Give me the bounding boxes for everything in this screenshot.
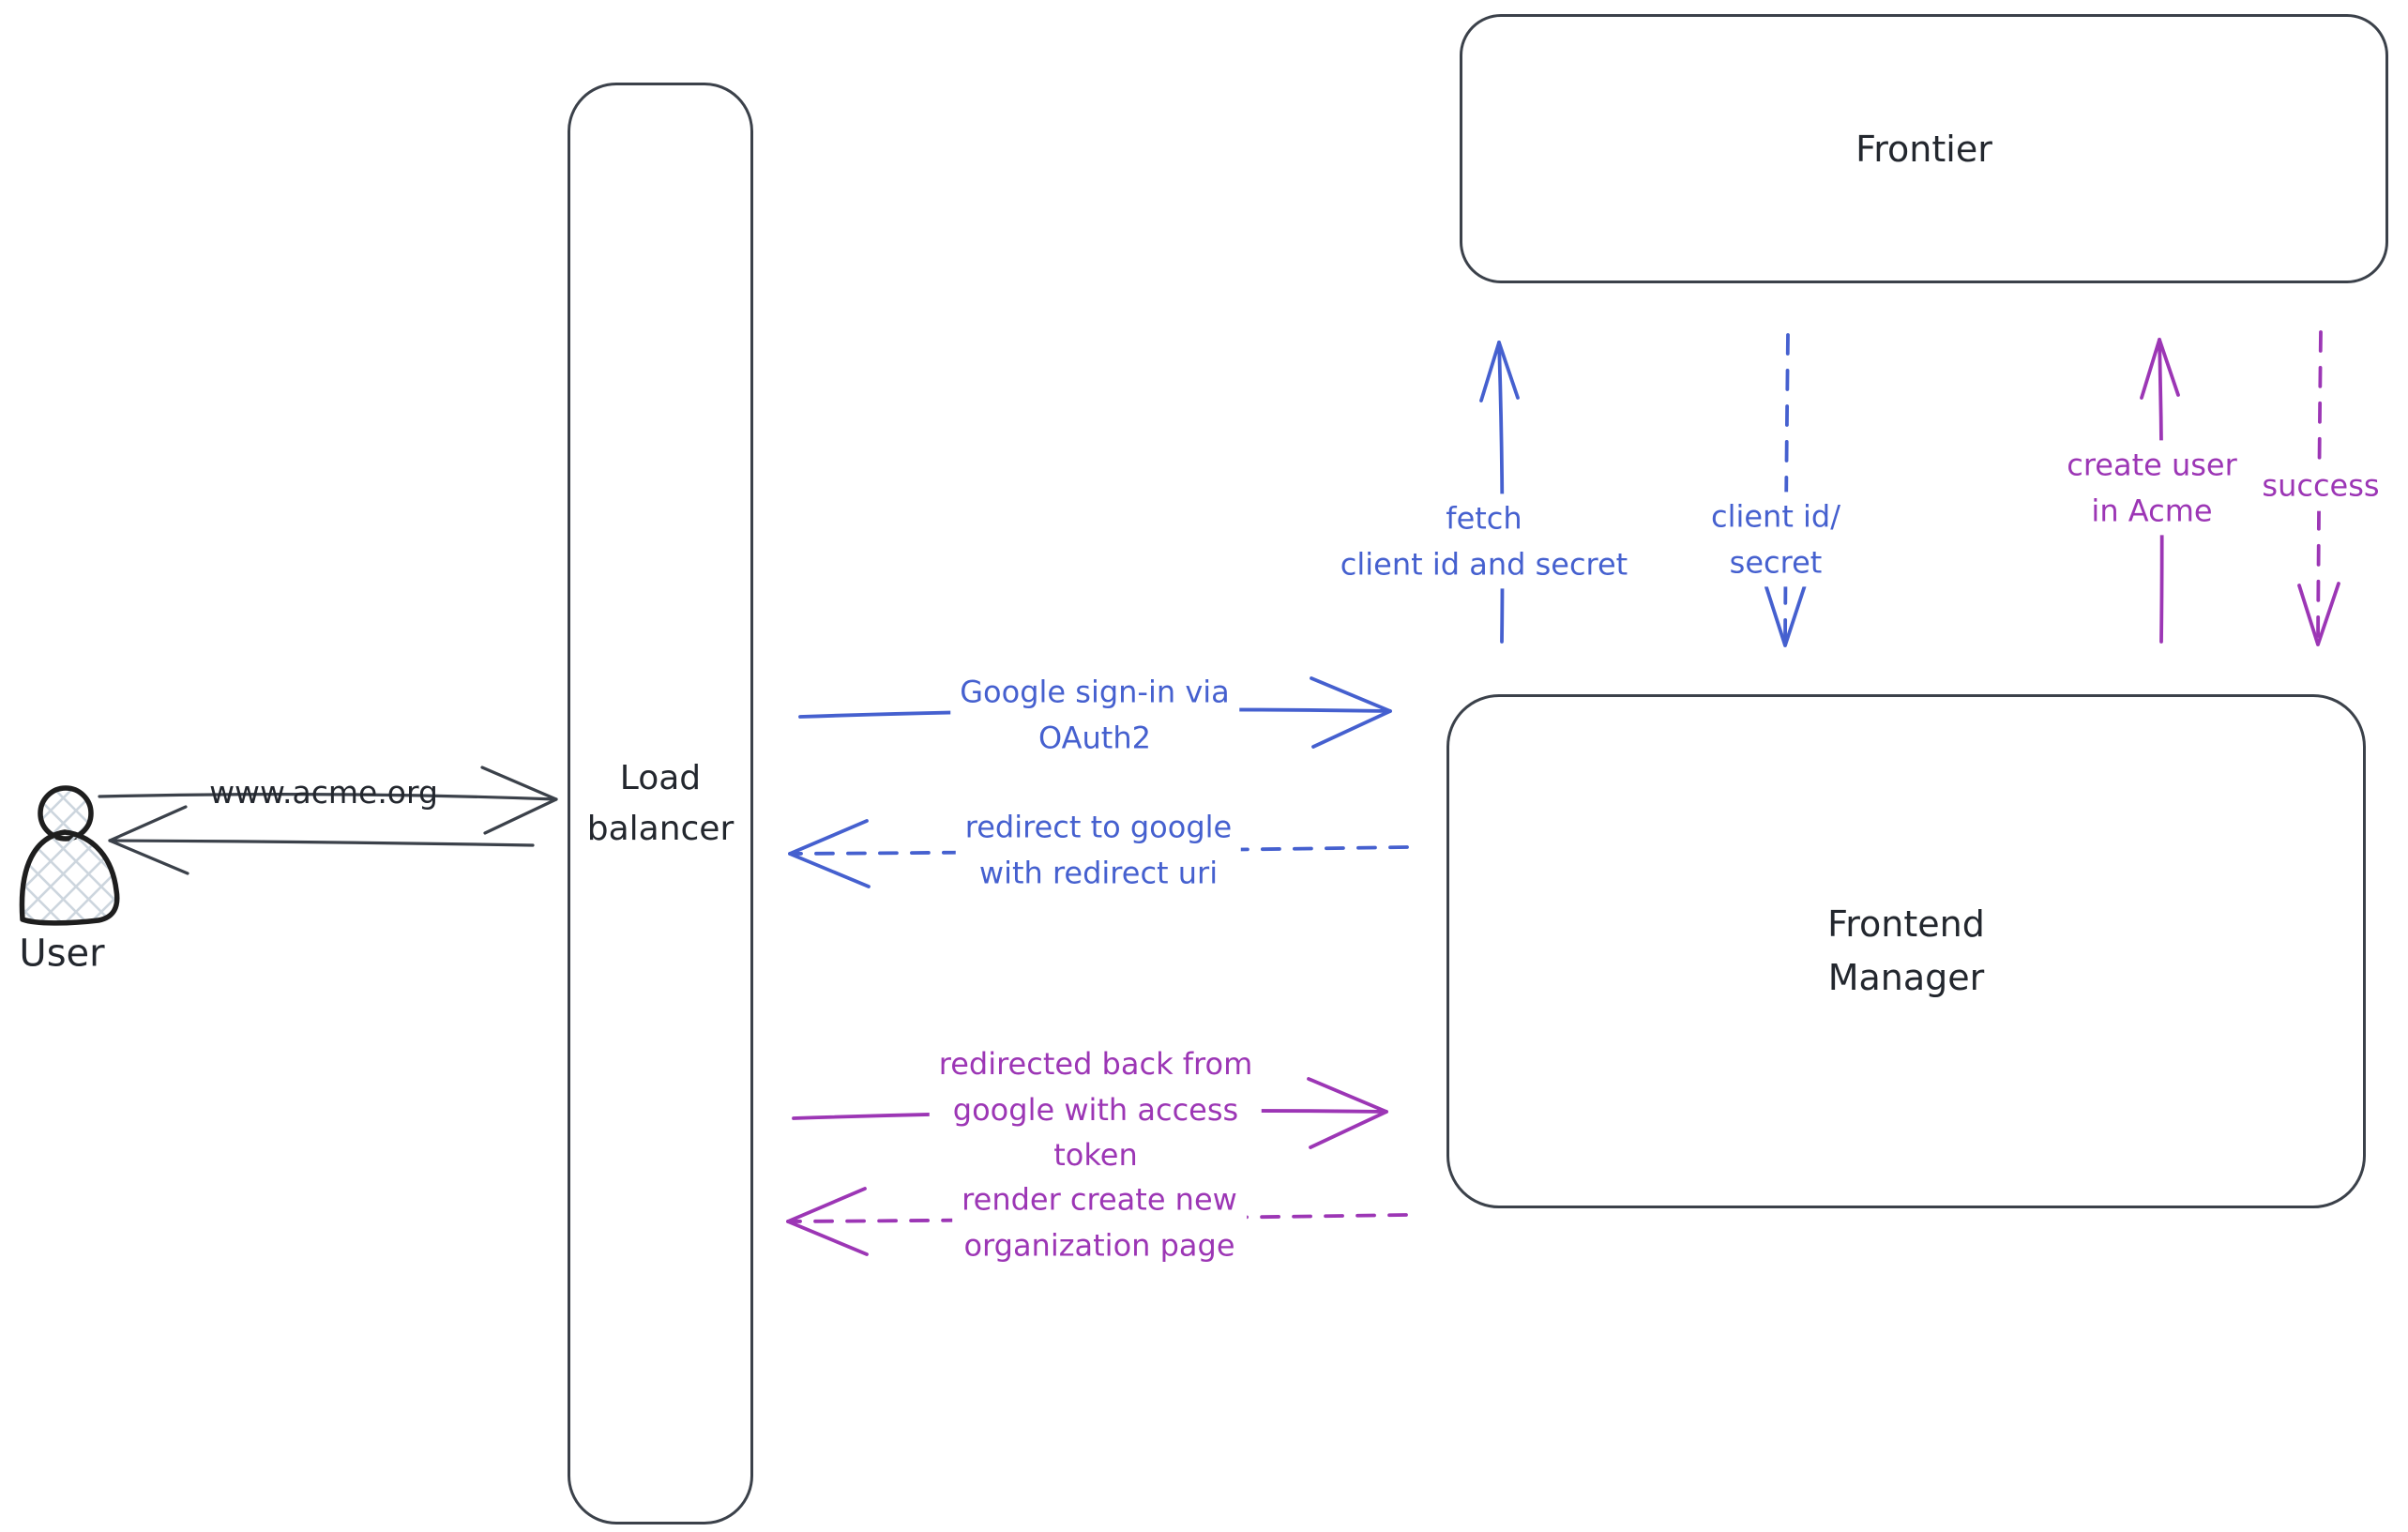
load-balancer-box: Load balancer bbox=[568, 83, 753, 1524]
frontend-manager-box: Frontend Manager bbox=[1446, 694, 2366, 1208]
frontier-label: Frontier bbox=[1855, 128, 1992, 170]
client-id-secret-label: client id/ secret bbox=[1701, 492, 1851, 587]
arrow-lb-to-user bbox=[108, 805, 535, 875]
load-balancer-label: Load balancer bbox=[586, 758, 735, 848]
frontier-box: Frontier bbox=[1460, 14, 2388, 283]
user-label: User bbox=[19, 932, 105, 976]
google-signin-label: Google sign-in via OAuth2 bbox=[950, 667, 1239, 763]
arrow-user-to-lb bbox=[98, 766, 558, 835]
arrow-client-id-secret bbox=[1764, 333, 1807, 647]
arrow-fetch-client bbox=[1479, 341, 1520, 644]
www-acme-org-label: www.acme.org bbox=[209, 773, 438, 811]
redirect-google-label: redirect to google with redirect uri bbox=[955, 802, 1242, 898]
user-icon bbox=[19, 785, 120, 926]
frontend-manager-label: Frontend Manager bbox=[1827, 903, 1985, 998]
create-user-label: create user in Acme bbox=[2057, 440, 2247, 536]
redirected-back-label: redirected back from google with access … bbox=[929, 1039, 1263, 1180]
success-label: success bbox=[2252, 461, 2389, 511]
render-page-label: render create new organization page bbox=[952, 1175, 1247, 1270]
arrow-redirect-google bbox=[788, 819, 1409, 888]
arrow-render-page bbox=[786, 1187, 1408, 1256]
fetch-client-label: fetch client id and secret bbox=[1330, 493, 1638, 589]
